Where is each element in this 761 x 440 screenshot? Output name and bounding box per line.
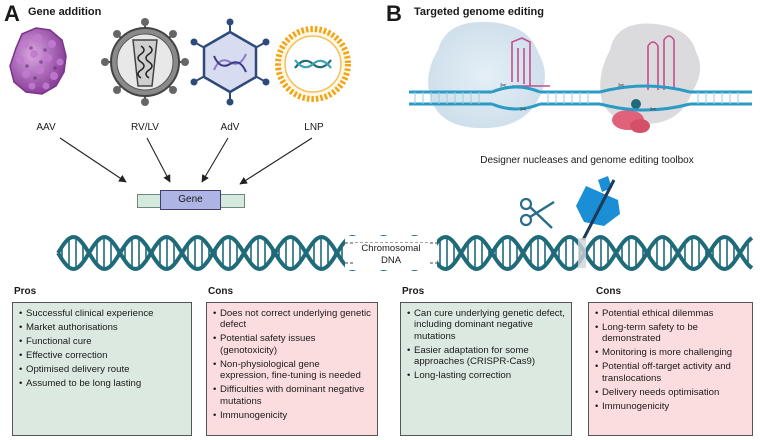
list-item: Delivery needs optimisation (595, 387, 746, 399)
cons-b-box: Potential ethical dilemmas Long-term saf… (588, 302, 753, 436)
cons-b-list: Potential ethical dilemmas Long-term saf… (595, 308, 746, 413)
gloved-hand-pen-icon (576, 176, 620, 268)
panel-a-title: Gene addition (28, 6, 102, 18)
list-item: Potential safety issues (genotoxicity) (213, 333, 371, 356)
list-item: Non-physiological gene expression, fine-… (213, 359, 371, 382)
panel-b-title: Targeted genome editing (414, 6, 544, 18)
gene-box: Gene (160, 190, 221, 210)
chromosomal-dna-line1: Chromosomal (361, 243, 421, 254)
list-item: Assumed to be long lasting (19, 378, 185, 390)
list-item: Monitoring is more challenging (595, 347, 746, 359)
list-item: Immunogenicity (595, 401, 746, 413)
panel-b-dna: ✂ ✂ ✂ ✂ (409, 81, 752, 114)
svg-text:✂: ✂ (520, 105, 527, 114)
svg-text:✂: ✂ (650, 105, 657, 114)
vector-label-rv-lv: RV/LV (131, 122, 159, 133)
list-item: Potential ethical dilemmas (595, 308, 746, 320)
scissors-icon (519, 197, 555, 229)
cons-a-header: Cons (208, 286, 233, 297)
svg-text:✂: ✂ (618, 81, 625, 90)
pros-a-header: Pros (14, 286, 37, 297)
list-item: Immunogenicity (213, 410, 371, 422)
list-item: Long-lasting correction (407, 370, 565, 382)
pros-a-list: Successful clinical experience Market au… (19, 308, 185, 390)
list-item: Long-term safety to be demonstrated (595, 322, 746, 345)
retrovirus-icon (101, 18, 189, 106)
list-item: Easier adaptation for some approaches (C… (407, 345, 565, 368)
panel-b-letter: B (386, 1, 402, 26)
list-item: Potential off-target activity and transl… (595, 361, 746, 384)
cons-a-list: Does not correct underlying genetic defe… (213, 308, 371, 421)
cons-a-box: Does not correct underlying genetic defe… (206, 302, 378, 436)
vector-label-lnp: LNP (304, 122, 324, 133)
pros-b-list: Can cure underlying genetic defect, incl… (407, 308, 565, 382)
panel-a-letter: A (4, 1, 20, 26)
list-item: Difficulties with dominant negative muta… (213, 384, 371, 407)
list-item: Optimised delivery route (19, 364, 185, 376)
chromosomal-dna-label: Chromosomal DNA (354, 243, 428, 267)
nuclease-complex-illustration-2 (600, 23, 701, 133)
toolbox-caption: Designer nucleases and genome editing to… (480, 155, 694, 166)
vector-label-adv: AdV (220, 122, 240, 133)
cons-b-header: Cons (596, 286, 621, 297)
pros-a-box: Successful clinical experience Market au… (12, 302, 192, 436)
list-item: Market authorisations (19, 322, 185, 334)
gene-flank-right (219, 194, 245, 208)
list-item: Functional cure (19, 336, 185, 348)
aav-capsid-icon (9, 27, 67, 95)
list-item: Effective correction (19, 350, 185, 362)
pros-b-header: Pros (402, 286, 425, 297)
svg-text:✂: ✂ (500, 81, 507, 90)
lipid-nanoparticle-icon (275, 26, 351, 102)
list-item: Can cure underlying genetic defect, incl… (407, 308, 565, 342)
vector-arrows (59, 137, 313, 185)
vector-label-aav: AAV (36, 122, 56, 133)
adenovirus-icon (190, 18, 270, 106)
pros-b-box: Can cure underlying genetic defect, incl… (400, 302, 572, 436)
list-item: Successful clinical experience (19, 308, 185, 320)
list-item: Does not correct underlying genetic defe… (213, 308, 371, 331)
nuclease-complex-illustration-1 (428, 21, 550, 129)
chromosomal-dna-line2: DNA (380, 255, 402, 266)
